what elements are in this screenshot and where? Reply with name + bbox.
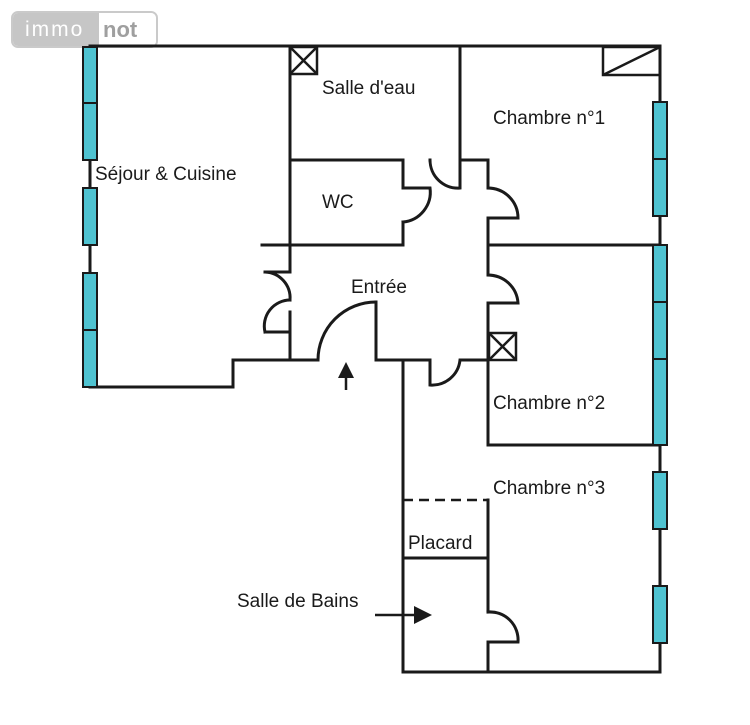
vent-box-corridor xyxy=(487,331,518,362)
salle-bains-arrow-icon xyxy=(375,606,432,624)
label-entree: Entrée xyxy=(351,277,407,298)
windows-sejour xyxy=(82,46,98,388)
walls xyxy=(88,44,662,674)
label-salle-bains: Salle de Bains xyxy=(237,591,358,612)
windows-chambre2 xyxy=(652,244,668,446)
windows-chambre3 xyxy=(652,471,668,644)
windows-chambre1 xyxy=(652,101,668,217)
label-chambre-3: Chambre n°3 xyxy=(493,478,605,499)
label-chambre-2: Chambre n°2 xyxy=(493,393,605,414)
label-chambre-1: Chambre n°1 xyxy=(493,108,605,129)
label-wc: WC xyxy=(322,192,354,213)
vent-box-salle-eau xyxy=(288,45,319,76)
label-placard: Placard xyxy=(408,533,472,554)
logo-part-immo: immo xyxy=(13,13,99,46)
entrance-arrow-icon xyxy=(338,362,354,390)
label-salle-eau: Salle d'eau xyxy=(322,78,415,99)
label-sejour-cuisine: Séjour & Cuisine xyxy=(95,164,237,185)
immonot-logo: immo not xyxy=(11,11,158,48)
closet-chambre1 xyxy=(601,45,662,77)
logo-part-not: not xyxy=(99,13,156,46)
